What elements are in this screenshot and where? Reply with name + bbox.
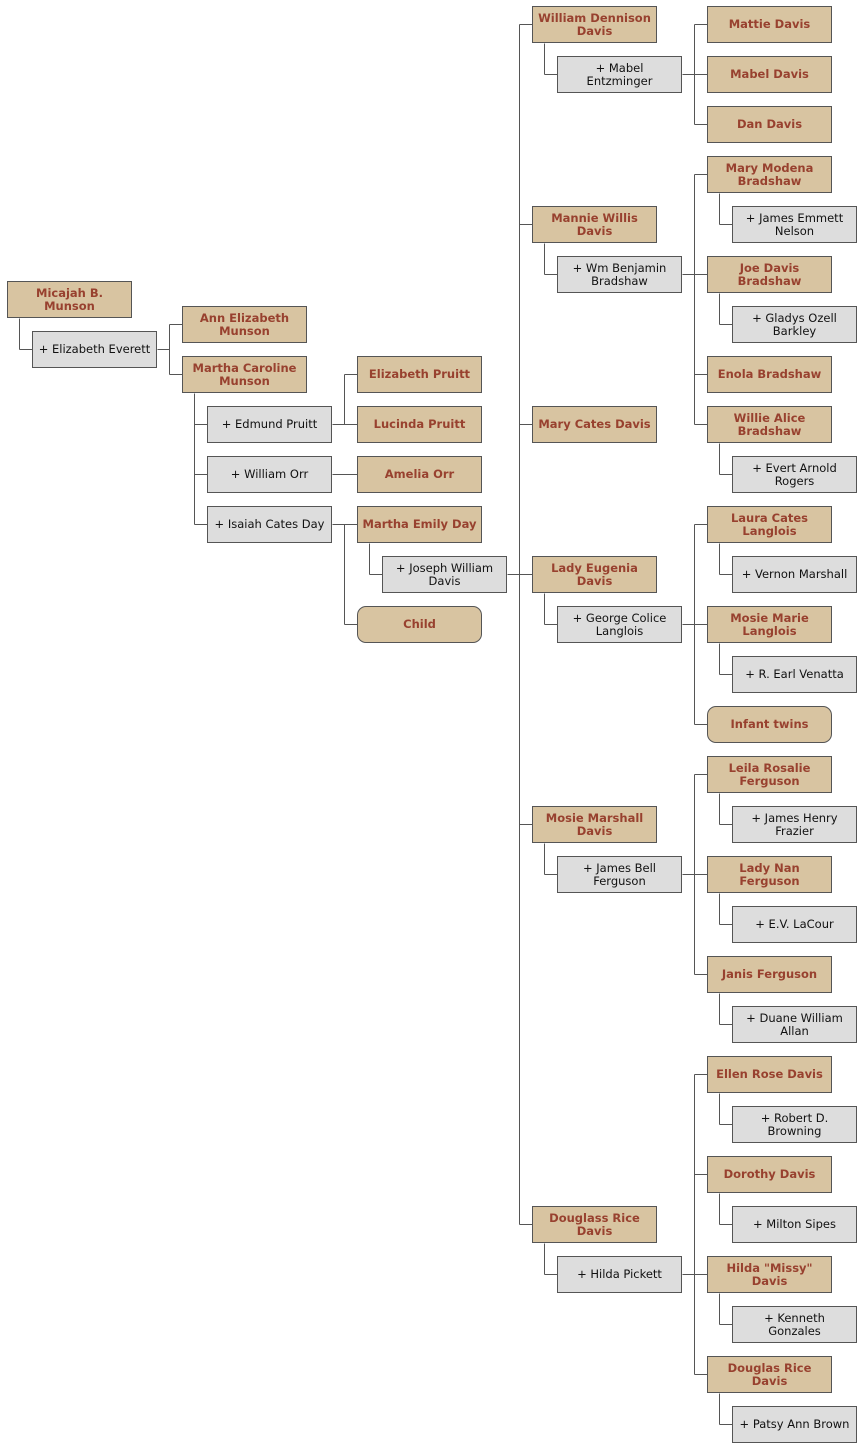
person-box: Dan Davis xyxy=(707,106,832,143)
spouse-box: + Milton Sipes xyxy=(732,1206,857,1243)
person-box: Laura Cates Langlois xyxy=(707,506,832,543)
spouse-box: + Vernon Marshall xyxy=(732,556,857,593)
person-box: William Dennison Davis xyxy=(532,6,657,43)
person-box: Douglass Rice Davis xyxy=(532,1206,657,1243)
person-box: Willie Alice Bradshaw xyxy=(707,406,832,443)
person-box: Ellen Rose Davis xyxy=(707,1056,832,1093)
spouse-box: + Mabel Entzminger xyxy=(557,56,682,93)
spouse-box: + Isaiah Cates Day xyxy=(207,506,332,543)
person-box: Mabel Davis xyxy=(707,56,832,93)
person-box: Mosie Marie Langlois xyxy=(707,606,832,643)
person-box: Dorothy Davis xyxy=(707,1156,832,1193)
person-box: Mannie Willis Davis xyxy=(532,206,657,243)
spouse-box: + Kenneth Gonzales xyxy=(732,1306,857,1343)
person-box: Lady Eugenia Davis xyxy=(532,556,657,593)
spouse-box: + George Colice Langlois xyxy=(557,606,682,643)
person-box: Amelia Orr xyxy=(357,456,482,493)
person-box: Lucinda Pruitt xyxy=(357,406,482,443)
person-box: Elizabeth Pruitt xyxy=(357,356,482,393)
person-box: Mosie Marshall Davis xyxy=(532,806,657,843)
person-box: Mary Cates Davis xyxy=(532,406,657,443)
spouse-box: + William Orr xyxy=(207,456,332,493)
person-box: Micajah B. Munson xyxy=(7,281,132,318)
spouse-box: + Gladys Ozell Barkley xyxy=(732,306,857,343)
person-box: Infant twins xyxy=(707,706,832,743)
spouse-box: + James Emmett Nelson xyxy=(732,206,857,243)
spouse-box: + James Bell Ferguson xyxy=(557,856,682,893)
spouse-box: + Edmund Pruitt xyxy=(207,406,332,443)
person-box: Leila Rosalie Ferguson xyxy=(707,756,832,793)
person-box: Mary Modena Bradshaw xyxy=(707,156,832,193)
spouse-box: + Robert D. Browning xyxy=(732,1106,857,1143)
person-box: Martha Caroline Munson xyxy=(182,356,307,393)
person-box: Child xyxy=(357,606,482,643)
spouse-box: + Hilda Pickett xyxy=(557,1256,682,1293)
person-box: Mattie Davis xyxy=(707,6,832,43)
spouse-box: + Evert Arnold Rogers xyxy=(732,456,857,493)
spouse-box: + James Henry Frazier xyxy=(732,806,857,843)
person-box: Ann Elizabeth Munson xyxy=(182,306,307,343)
spouse-box: + Wm Benjamin Bradshaw xyxy=(557,256,682,293)
spouse-box: + Duane William Allan xyxy=(732,1006,857,1043)
person-box: Lady Nan Ferguson xyxy=(707,856,832,893)
spouse-box: + Patsy Ann Brown xyxy=(732,1406,857,1443)
person-box: Janis Ferguson xyxy=(707,956,832,993)
spouse-box: + Joseph William Davis xyxy=(382,556,507,593)
spouse-box: + E.V. LaCour xyxy=(732,906,857,943)
person-box: Douglas Rice Davis xyxy=(707,1356,832,1393)
person-box: Martha Emily Day xyxy=(357,506,482,543)
person-box: Hilda "Missy" Davis xyxy=(707,1256,832,1293)
spouse-box: + Elizabeth Everett xyxy=(32,331,157,368)
person-box: Enola Bradshaw xyxy=(707,356,832,393)
person-box: Joe Davis Bradshaw xyxy=(707,256,832,293)
spouse-box: + R. Earl Venatta xyxy=(732,656,857,693)
